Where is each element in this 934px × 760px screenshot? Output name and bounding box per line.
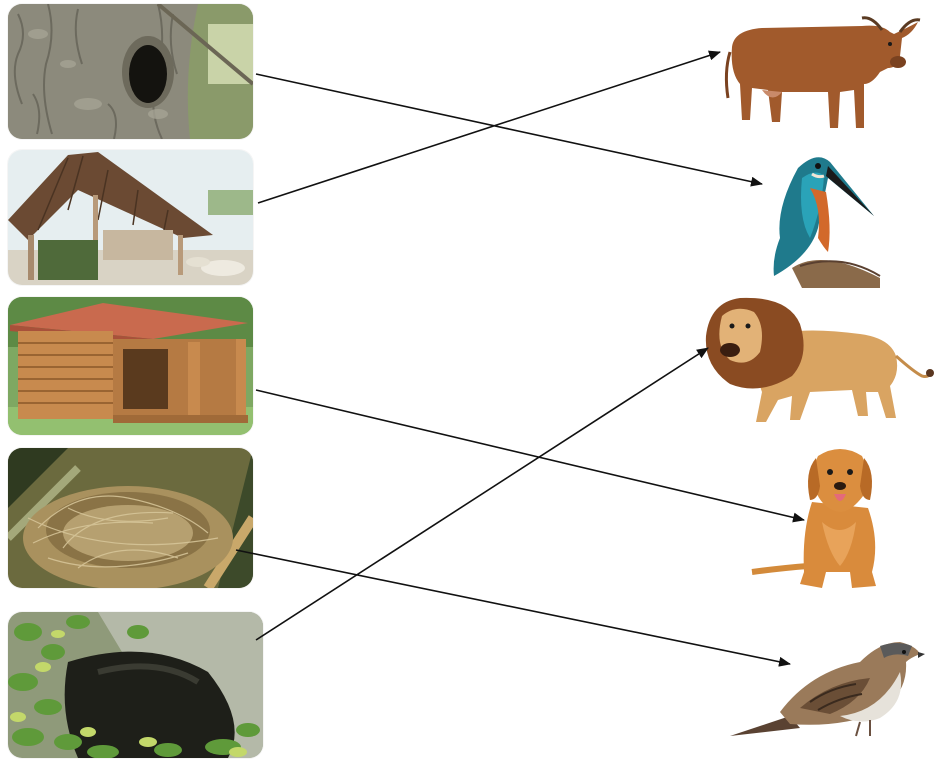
animal-dog — [751, 442, 892, 592]
animal-sparrow — [730, 632, 925, 742]
thatched-shed-icon — [8, 150, 253, 285]
dog-icon — [751, 449, 876, 588]
bird-nest-icon — [8, 448, 253, 588]
habitat-kennel — [8, 297, 253, 435]
lion-icon — [705, 297, 934, 422]
tree-hollow-icon — [8, 4, 253, 139]
sparrow-icon — [730, 642, 925, 737]
wooden-kennel-icon — [8, 297, 253, 435]
rock-den-icon — [8, 612, 263, 758]
habitat-cowshed — [8, 150, 253, 285]
kingfisher-icon — [773, 157, 881, 288]
arrow-den-to-lion — [255, 347, 709, 641]
habitat-nest — [8, 448, 253, 588]
arrow-tree-hollow-to-kingfisher — [255, 73, 763, 187]
arrow-nest-to-sparrow — [235, 549, 791, 667]
animal-kingfisher — [762, 148, 882, 288]
cow-icon — [724, 16, 921, 128]
habitat-den — [8, 612, 263, 758]
animal-cow — [722, 12, 922, 134]
habitat-tree-hollow — [8, 4, 253, 139]
arrow-cowshed-to-cow — [257, 50, 721, 204]
animal-lion — [700, 296, 934, 426]
